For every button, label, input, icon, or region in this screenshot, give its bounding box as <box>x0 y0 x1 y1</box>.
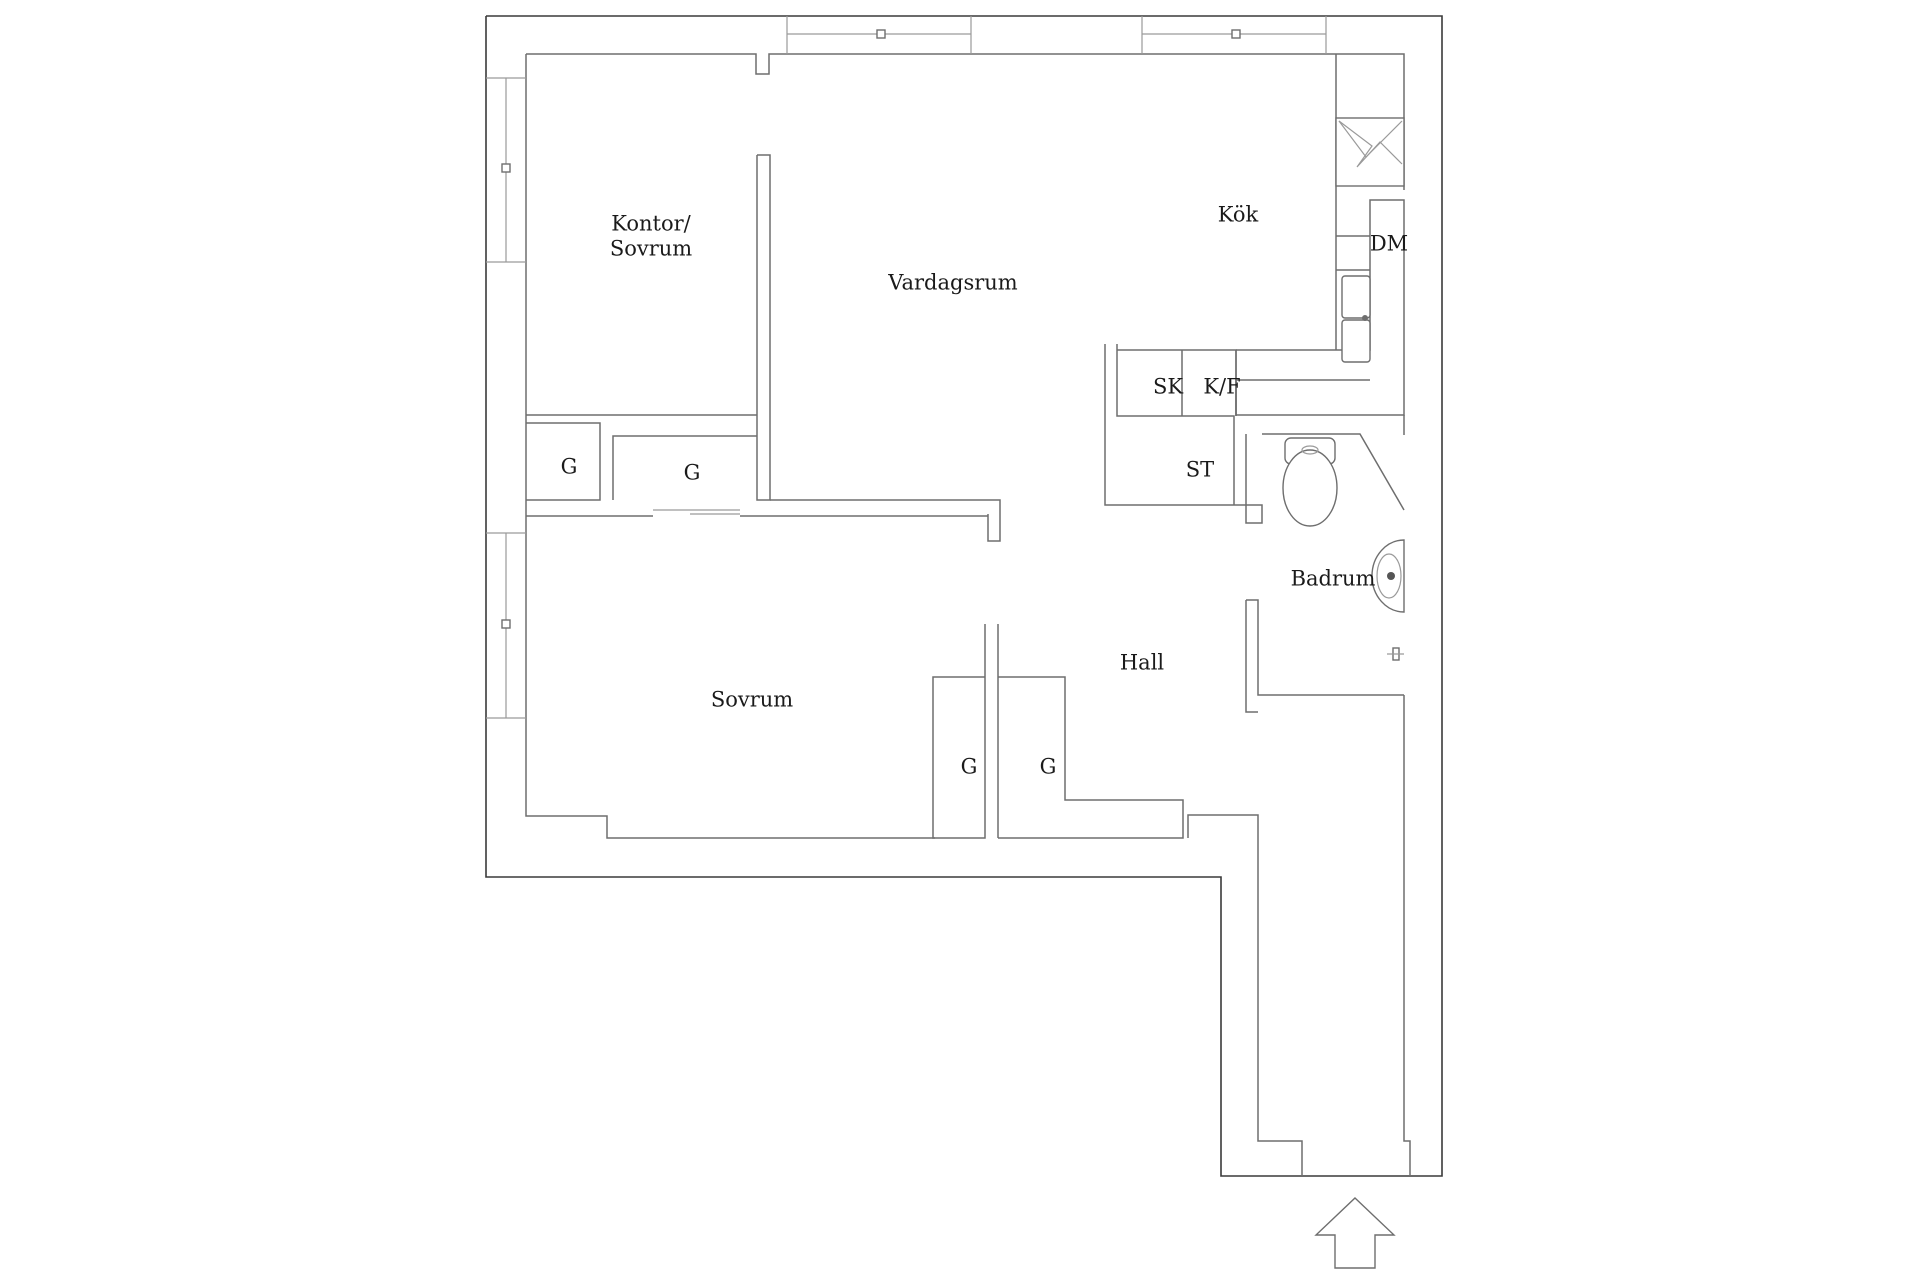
interior-walls <box>526 54 1405 839</box>
room-label-dm: DM <box>1370 232 1408 256</box>
toilet-icon <box>1282 437 1338 527</box>
room-label-g-hall: G <box>1040 755 1057 779</box>
room-label-vardagsrum: Vardagsrum <box>887 271 1018 295</box>
room-label-g-sovrum: G <box>961 755 978 779</box>
outer-walls <box>485 15 1443 1177</box>
room-label-g-middle: G <box>684 461 701 485</box>
washbasin-icon <box>1371 539 1405 613</box>
room-label-kf: K/F <box>1203 375 1240 399</box>
room-label-g-left: G <box>561 455 578 479</box>
entrance-arrow-icon <box>1314 1197 1396 1269</box>
room-label-kok: Kök <box>1218 203 1259 227</box>
drain-icon <box>1387 647 1404 661</box>
room-label-st: ST <box>1186 458 1214 482</box>
windows <box>486 16 1327 719</box>
kitchen-sink-icon <box>1341 275 1371 363</box>
room-label-kontor: Kontor/ <box>611 212 691 236</box>
room-label-kontor-sovrum: Sovrum <box>610 237 692 261</box>
room-label-sovrum: Sovrum <box>711 688 793 712</box>
room-labels: Kontor/ Sovrum Vardagsrum Kök DM SK K/F … <box>561 203 1409 779</box>
room-label-hall: Hall <box>1120 651 1165 675</box>
room-label-sk: SK <box>1153 375 1183 399</box>
stove-icon <box>1338 120 1403 168</box>
room-label-badrum: Badrum <box>1291 567 1376 591</box>
